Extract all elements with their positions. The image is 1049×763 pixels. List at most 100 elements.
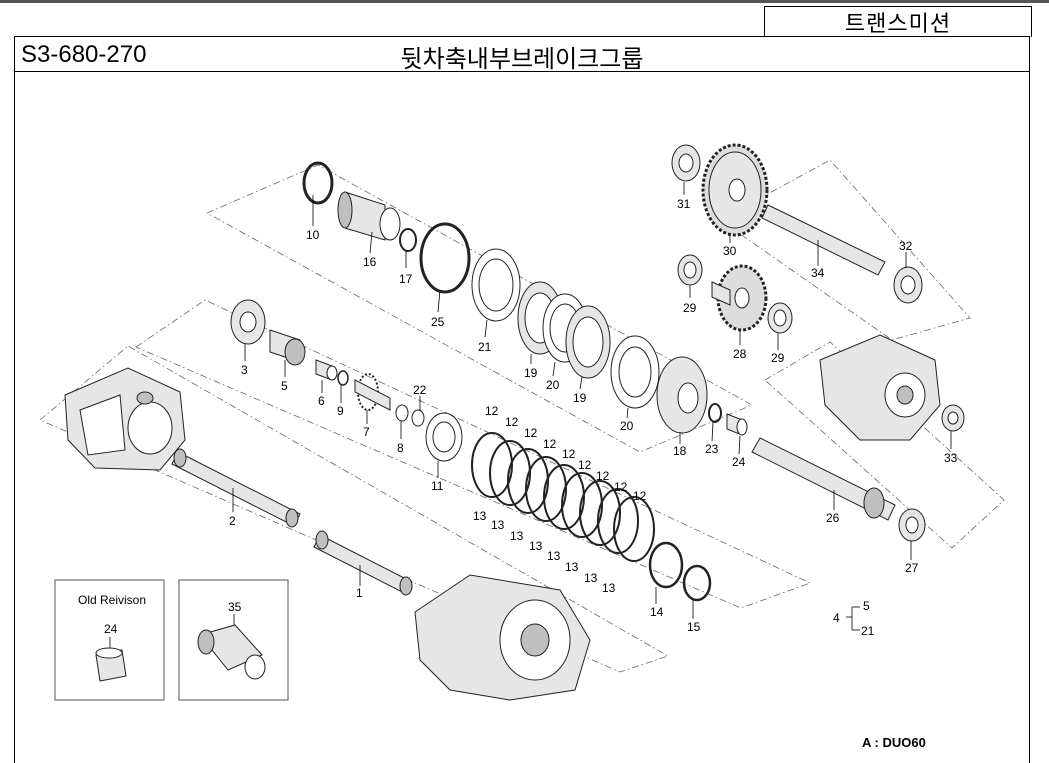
callout: 32 xyxy=(899,239,913,253)
part-3-bearing xyxy=(230,299,266,345)
assembly-part-b: 21 xyxy=(861,624,875,638)
part-17-ring xyxy=(399,228,417,252)
part-29-bearing-a xyxy=(677,254,703,286)
part-20-plate-b xyxy=(610,335,660,409)
part-7-spring xyxy=(354,373,391,411)
callout: 12 xyxy=(543,437,557,451)
part-24-bushing xyxy=(726,413,748,436)
part-18-piston xyxy=(656,356,708,434)
callout: 12 xyxy=(596,469,610,483)
part-22-washer xyxy=(411,409,425,427)
callout: 12 xyxy=(578,458,592,472)
model-note: A : DUO60 xyxy=(862,735,926,750)
callout: 27 xyxy=(905,561,919,575)
part-15-snap-ring xyxy=(682,564,712,602)
callout: 12 xyxy=(505,415,519,429)
callout-labels: 10 16 17 25 21 19 20 19 20 18 23 24 31 3… xyxy=(229,197,958,634)
part-28-gear xyxy=(711,264,768,332)
callout: 13 xyxy=(602,581,616,595)
part-21-plate xyxy=(471,248,521,322)
callout: 9 xyxy=(337,404,344,418)
callout: 2 xyxy=(229,514,236,528)
housing-lower xyxy=(414,574,591,701)
callout: 20 xyxy=(546,378,560,392)
callout: 15 xyxy=(687,620,701,634)
part-code: S3-680-270 xyxy=(21,41,147,68)
old-revision-part: 24 xyxy=(104,622,118,636)
housing-left xyxy=(64,367,186,471)
callout: 25 xyxy=(431,315,445,329)
callout: 33 xyxy=(944,451,958,465)
top-rule xyxy=(0,0,1049,3)
part-11-plate xyxy=(425,412,463,462)
part-34-shaft xyxy=(761,204,886,276)
callout: 12 xyxy=(485,404,499,418)
callout: 6 xyxy=(318,394,325,408)
envelope-lower xyxy=(39,345,669,673)
callout: 13 xyxy=(473,509,487,523)
part-14-snap-ring xyxy=(648,541,684,589)
callout: 29 xyxy=(683,301,697,315)
callout: 23 xyxy=(705,442,719,456)
part-32-bearing xyxy=(893,266,923,304)
callout: 34 xyxy=(811,266,825,280)
callout: 21 xyxy=(478,340,492,354)
callout: 13 xyxy=(529,539,543,553)
callout: 3 xyxy=(241,363,248,377)
callout: 10 xyxy=(306,228,320,242)
drawing-area xyxy=(14,71,1030,763)
new-part-number: 35 xyxy=(228,600,242,614)
callout: 14 xyxy=(650,605,664,619)
callout: 12 xyxy=(633,489,647,503)
callout: 20 xyxy=(620,419,634,433)
callout: 11 xyxy=(431,479,444,493)
part-2-shaft xyxy=(171,448,301,528)
envelope-right-lower xyxy=(764,341,1005,549)
callout: 1 xyxy=(356,586,363,600)
callout: 12 xyxy=(524,426,538,440)
part-5-hub xyxy=(269,329,306,366)
part-16-hub xyxy=(337,191,401,241)
callout: 31 xyxy=(677,197,691,211)
callout: 7 xyxy=(363,425,370,439)
part-8-washer xyxy=(395,404,409,422)
callout: 17 xyxy=(399,272,413,286)
assembly-part-a: 5 xyxy=(863,599,870,613)
callout: 26 xyxy=(826,511,840,525)
header-row: S3-680-270 뒷차축내부브레이크그룹 xyxy=(14,36,1030,73)
callout: 13 xyxy=(565,560,579,574)
callout: 13 xyxy=(584,571,598,585)
housing-right xyxy=(819,334,941,441)
part-25-snap-ring xyxy=(419,222,471,294)
callout: 24 xyxy=(732,455,746,469)
callout: 28 xyxy=(733,347,747,361)
assembly-number: 4 xyxy=(833,611,840,625)
callout: 13 xyxy=(510,529,524,543)
callout: 19 xyxy=(524,366,538,380)
callout: 30 xyxy=(723,244,737,258)
callout: 13 xyxy=(547,549,561,563)
envelope-middle xyxy=(135,299,812,609)
part-1-shaft xyxy=(313,530,413,596)
callout: 8 xyxy=(397,441,404,455)
leader-lines xyxy=(232,182,952,631)
envelope-right-upper xyxy=(719,159,971,341)
part-12-13-spring-pack xyxy=(471,432,655,562)
part-26-shaft xyxy=(751,437,896,521)
old-revision-label: Old Reivison xyxy=(78,593,146,607)
part-33-seal xyxy=(941,404,965,432)
part-27-bearing xyxy=(898,508,926,542)
part-19-disc-b xyxy=(565,305,611,379)
part-10-snap-ring xyxy=(302,161,334,205)
callout: 16 xyxy=(363,255,377,269)
callout: 12 xyxy=(614,480,628,494)
envelope-upper xyxy=(206,164,753,453)
part-31-bearing xyxy=(671,144,701,182)
part-9-washer xyxy=(337,370,349,386)
assembly-note: 4 5 21 xyxy=(833,599,875,638)
page-title: 뒷차축내부브레이크그룹 xyxy=(400,45,644,73)
inset-old-revision: Old Reivison 24 xyxy=(54,579,165,701)
callout: 18 xyxy=(673,444,687,458)
